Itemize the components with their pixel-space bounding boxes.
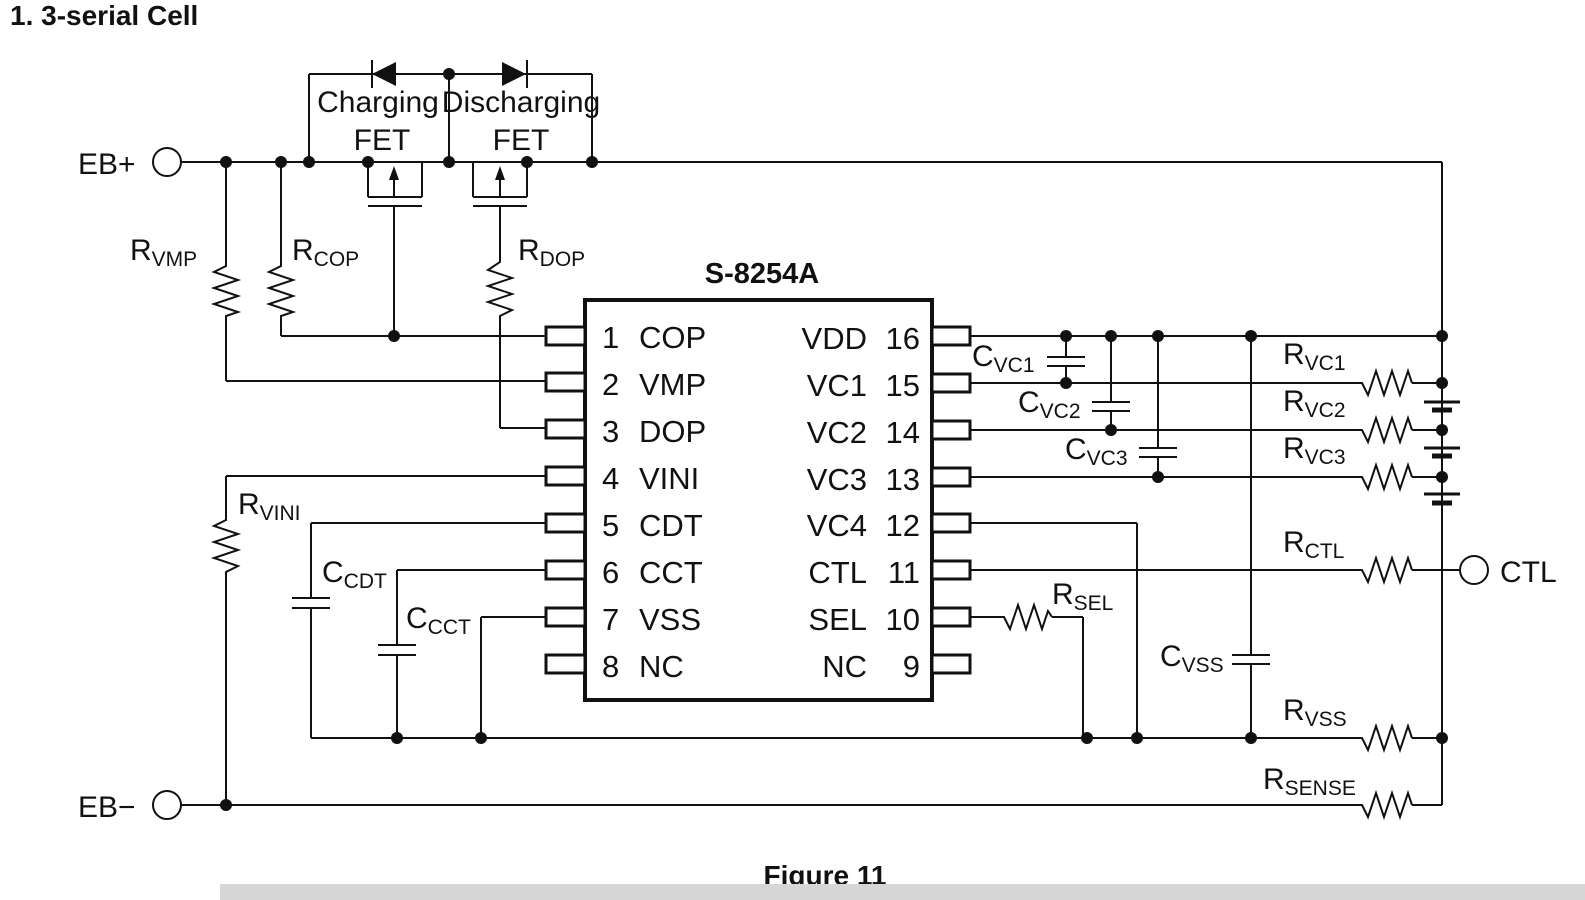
right-pin-labels: VDD 16 VC1 15 VC2 14 VC3 13 VC4 12 CTL 1… [802, 321, 920, 684]
pin-name: NC [822, 649, 867, 684]
cvss-label: CVSS [1160, 640, 1224, 677]
discharging-fet-label-line2: FET [493, 124, 550, 157]
charging-diode-icon [371, 60, 396, 88]
capacitor-ccdt-icon [292, 597, 330, 609]
pin-num: 4 [602, 461, 619, 496]
chip-name: S-8254A [705, 258, 820, 290]
pin-num: 11 [888, 555, 920, 590]
charging-fet-label-line1: Charging [317, 86, 439, 119]
capacitor-cvc2-icon [1092, 401, 1130, 412]
pin-name: VC3 [807, 462, 867, 497]
rvc1-label: RVC1 [1283, 338, 1346, 375]
rctl-label: RCTL [1283, 526, 1344, 563]
rvc3-label: RVC3 [1283, 432, 1346, 469]
discharging-fet-arrow-icon [495, 166, 505, 180]
ctl-terminal-icon [1459, 555, 1489, 585]
horizontal-scrollbar[interactable] [220, 884, 1585, 900]
rsel-label: RSEL [1052, 578, 1113, 615]
battery-cell-3-icon [1424, 492, 1460, 506]
cvc3-label: CVC3 [1065, 433, 1128, 470]
pin-num: 16 [886, 321, 920, 356]
pin-name: CTL [808, 555, 867, 590]
resistor-rvc2-icon [1357, 414, 1413, 446]
junction-dots [220, 68, 1448, 811]
ccdt-label: CCDT [322, 556, 387, 593]
wires [181, 73, 1460, 806]
discharging-fet-label-line1: Discharging [442, 86, 600, 119]
pin-name: VC2 [807, 415, 867, 450]
left-pin-labels: 1 COP 2 VMP 3 DOP 4 VINI 5 CDT 6 CCT 7 V… [602, 320, 706, 684]
pin-num: 2 [602, 367, 619, 402]
pin-name: VC4 [807, 508, 867, 543]
resistor-rcop-icon [265, 262, 297, 318]
charging-fet-label-line2: FET [354, 124, 411, 157]
rcop-label: RCOP [292, 234, 359, 271]
pin-num: 6 [602, 555, 619, 590]
capacitor-cvc1-icon [1047, 356, 1085, 367]
pin-num: 7 [602, 602, 619, 637]
resistor-rvss-icon [1357, 722, 1413, 754]
capacitor-cvss-icon [1232, 654, 1270, 665]
ctl-label: CTL [1500, 556, 1557, 589]
rvc2-label: RVC2 [1283, 385, 1346, 422]
pin-num: 8 [602, 649, 619, 684]
eb-minus-label: EB− [78, 791, 136, 824]
pin-name: COP [639, 320, 706, 355]
discharging-diode-icon [502, 60, 528, 88]
resistor-rvc1-icon [1357, 367, 1413, 399]
pin-name: DOP [639, 414, 706, 449]
ccct-label: CCCT [406, 602, 471, 639]
resistor-rsense-icon [1357, 789, 1413, 821]
resistor-rvini-icon [210, 516, 242, 576]
pin-num: 13 [886, 462, 920, 497]
pin-name: VSS [639, 602, 701, 637]
pin-num: 5 [602, 508, 619, 543]
resistor-rsel-icon [1000, 601, 1053, 633]
capacitor-cvc3-icon [1139, 447, 1177, 458]
chip-pin-stubs [544, 325, 972, 675]
eb-minus-terminal-icon [152, 790, 182, 820]
resistor-rctl-icon [1357, 554, 1413, 586]
pin-num: 12 [886, 508, 920, 543]
battery-cell-2-icon [1424, 446, 1460, 459]
pin-name: SEL [808, 602, 867, 637]
pin-name: VMP [639, 367, 706, 402]
eb-plus-label: EB+ [78, 148, 136, 181]
battery-cell-1-icon [1424, 400, 1460, 413]
rvss-label: RVSS [1283, 694, 1347, 731]
pin-name: NC [639, 649, 684, 684]
cvc2-label: CVC2 [1018, 386, 1081, 423]
capacitor-ccct-icon [378, 644, 416, 656]
pin-num: 10 [886, 602, 920, 637]
pin-name: VC1 [807, 368, 867, 403]
pin-num: 1 [602, 320, 619, 355]
resistor-rvmp-icon [210, 262, 242, 318]
eb-plus-terminal-icon [152, 147, 182, 177]
rdop-label: RDOP [518, 234, 585, 271]
charging-fet-arrow-icon [389, 166, 399, 180]
resistor-rvc3-icon [1357, 461, 1413, 493]
pin-name: CDT [639, 508, 703, 543]
pin-name: CCT [639, 555, 703, 590]
cvc1-label: CVC1 [972, 340, 1035, 377]
chip-body [583, 298, 934, 702]
rsense-label: RSENSE [1263, 763, 1356, 800]
rvmp-label: RVMP [130, 234, 197, 271]
rvini-label: RVINI [238, 488, 301, 525]
pin-num: 9 [903, 649, 920, 684]
pin-num: 14 [886, 415, 920, 450]
pin-num: 15 [886, 368, 920, 403]
pin-name: VDD [802, 321, 867, 356]
pin-num: 3 [602, 414, 619, 449]
section-heading: 1. 3-serial Cell [10, 0, 199, 31]
pin-name: VINI [639, 461, 699, 496]
resistor-rdop-icon [484, 250, 516, 318]
